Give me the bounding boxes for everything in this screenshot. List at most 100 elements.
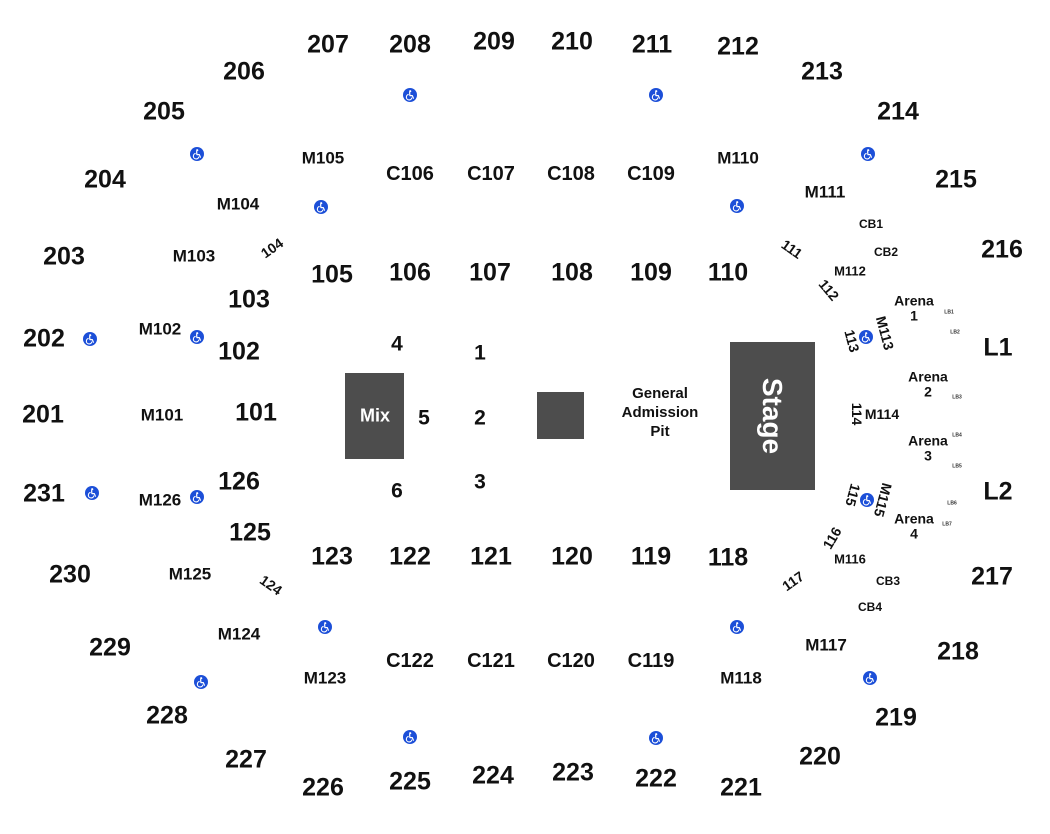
floor-section-4[interactable]: 4 [391, 332, 403, 356]
mezz-m123[interactable]: M123 [303, 668, 347, 688]
section-219[interactable]: 219 [875, 703, 917, 732]
section-202[interactable]: 202 [23, 324, 65, 353]
mezz-m118[interactable]: M118 [720, 668, 762, 688]
section-121[interactable]: 121 [470, 542, 512, 571]
section-224[interactable]: 224 [472, 761, 514, 790]
mezz-m110[interactable]: M110 [717, 148, 759, 168]
floor-section-5[interactable]: 5 [418, 406, 430, 430]
section-111[interactable]: 111 [778, 236, 806, 262]
mezz-m115[interactable]: M115 [870, 481, 896, 519]
mezz-m117[interactable]: M117 [805, 635, 847, 655]
mezz-m124[interactable]: M124 [217, 624, 261, 644]
club-c109[interactable]: C109 [627, 163, 675, 185]
club-c106[interactable]: C106 [386, 163, 434, 185]
section-105[interactable]: 105 [311, 260, 353, 289]
section-210[interactable]: 210 [551, 27, 593, 56]
club-box-cb4[interactable]: CB4 [857, 600, 883, 614]
loge-box-lb7[interactable]: LB7 [942, 521, 952, 528]
section-217[interactable]: 217 [971, 562, 1013, 591]
section-212[interactable]: 212 [717, 32, 759, 61]
section-112[interactable]: 112 [815, 276, 843, 304]
section-119[interactable]: 119 [630, 542, 672, 571]
section-125[interactable]: 125 [229, 518, 271, 547]
section-201[interactable]: 201 [22, 400, 64, 429]
section-227[interactable]: 227 [225, 745, 267, 774]
ga-pit-label[interactable]: General Admission Pit [622, 385, 699, 441]
club-c107[interactable]: C107 [467, 163, 515, 185]
mezz-m125[interactable]: M125 [168, 564, 212, 584]
section-114[interactable]: 114 [849, 402, 865, 426]
mezz-m126[interactable]: M126 [138, 490, 182, 510]
loge-box-lb3[interactable]: LB3 [952, 394, 962, 401]
section-231[interactable]: 231 [23, 479, 65, 508]
loge-box-lb1[interactable]: LB1 [944, 309, 954, 316]
section-222[interactable]: 222 [635, 764, 677, 793]
section-229[interactable]: 229 [89, 633, 131, 662]
club-c122[interactable]: C122 [386, 650, 434, 672]
floor-section-2[interactable]: 2 [474, 406, 486, 430]
section-216[interactable]: 216 [981, 235, 1023, 264]
club-c120[interactable]: C120 [547, 650, 595, 672]
section-203[interactable]: 203 [43, 242, 85, 271]
section-211[interactable]: 211 [631, 30, 673, 59]
section-106[interactable]: 106 [389, 258, 431, 287]
section-123[interactable]: 123 [311, 542, 353, 571]
mezz-m112[interactable]: M112 [834, 263, 866, 279]
mezz-m102[interactable]: M102 [138, 319, 182, 339]
section-101[interactable]: 101 [235, 398, 277, 427]
mezz-m116[interactable]: M116 [834, 551, 866, 567]
section-124[interactable]: 124 [256, 571, 286, 599]
section-215[interactable]: 215 [935, 165, 977, 194]
club-box-cb1[interactable]: CB1 [858, 217, 884, 231]
loge-box-lb6[interactable]: LB6 [947, 500, 957, 507]
section-205[interactable]: 205 [143, 97, 185, 126]
section-103[interactable]: 103 [228, 285, 270, 314]
floor-section-3[interactable]: 3 [474, 470, 486, 494]
section-213[interactable]: 213 [801, 57, 843, 86]
floor-section-1[interactable]: 1 [474, 341, 486, 365]
section-206[interactable]: 206 [223, 57, 265, 86]
club-box-cb2[interactable]: CB2 [873, 245, 899, 259]
loge-box-lb2[interactable]: LB2 [950, 329, 960, 336]
section-118[interactable]: 118 [707, 543, 749, 572]
mezz-m105[interactable]: M105 [301, 148, 345, 168]
mezz-m114[interactable]: M114 [864, 406, 900, 422]
section-220[interactable]: 220 [799, 742, 841, 771]
section-208[interactable]: 208 [389, 30, 431, 59]
section-l2[interactable]: L2 [983, 477, 1013, 506]
section-221[interactable]: 221 [720, 773, 762, 802]
section-126[interactable]: 126 [218, 467, 260, 496]
section-204[interactable]: 204 [84, 165, 126, 194]
club-c121[interactable]: C121 [467, 650, 515, 672]
loge-box-lb4[interactable]: LB4 [952, 432, 962, 439]
section-120[interactable]: 120 [551, 542, 593, 571]
section-116[interactable]: 116 [819, 524, 845, 552]
club-c108[interactable]: C108 [547, 163, 595, 185]
mezz-m113[interactable]: M113 [872, 314, 898, 352]
club-box-cb3[interactable]: CB3 [875, 574, 901, 588]
section-226[interactable]: 226 [302, 773, 344, 802]
section-223[interactable]: 223 [552, 758, 594, 787]
section-117[interactable]: 117 [779, 567, 807, 595]
section-230[interactable]: 230 [49, 560, 91, 589]
mezz-m103[interactable]: M103 [172, 246, 216, 266]
section-102[interactable]: 102 [218, 337, 260, 366]
mezz-m104[interactable]: M104 [216, 194, 260, 214]
mezz-m111[interactable]: M111 [804, 182, 846, 202]
section-228[interactable]: 228 [146, 701, 188, 730]
loge-box-lb5[interactable]: LB5 [952, 463, 962, 470]
section-218[interactable]: 218 [937, 637, 979, 666]
section-110[interactable]: 110 [707, 258, 749, 287]
section-108[interactable]: 108 [551, 258, 593, 287]
section-209[interactable]: 209 [473, 27, 515, 56]
section-109[interactable]: 109 [630, 258, 672, 287]
mezz-m101[interactable]: M101 [140, 405, 184, 425]
section-225[interactable]: 225 [389, 767, 431, 796]
section-122[interactable]: 122 [389, 542, 431, 571]
club-c119[interactable]: C119 [627, 650, 675, 672]
section-l1[interactable]: L1 [983, 333, 1013, 362]
